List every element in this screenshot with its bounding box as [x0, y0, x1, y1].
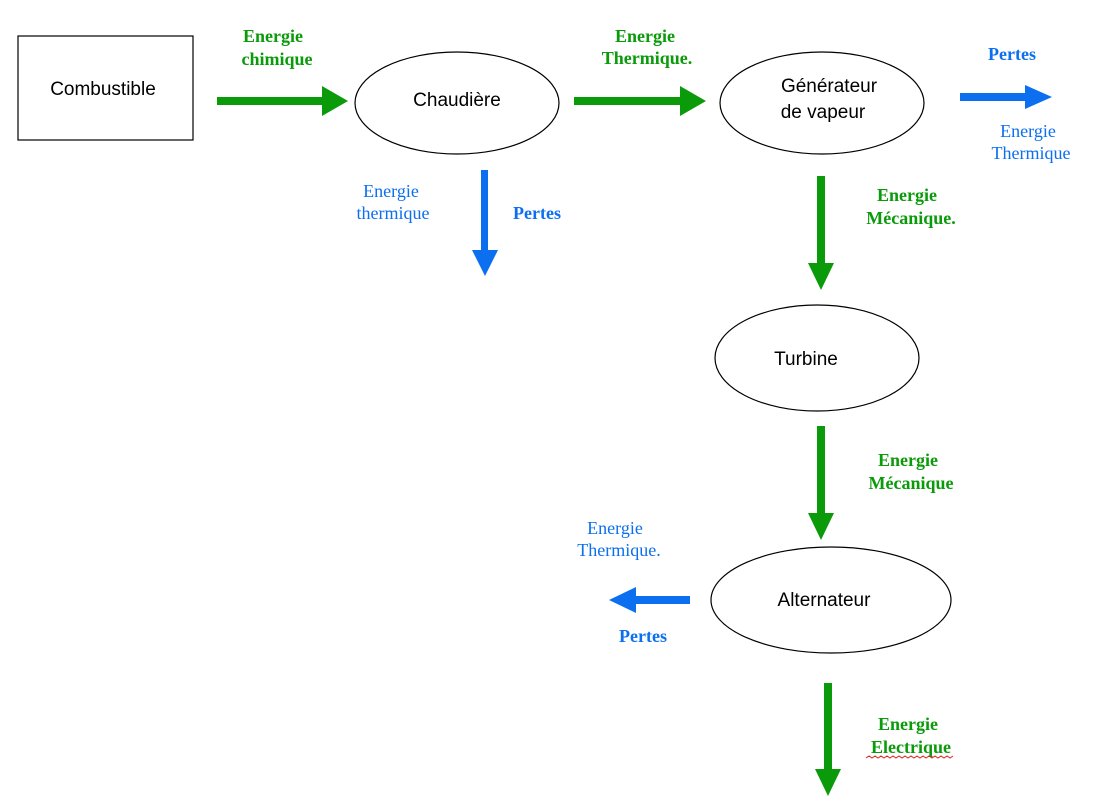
combustible-box	[17, 35, 194, 141]
generateur-label-line2: de vapeur	[781, 102, 866, 123]
generateur-label-line1: Générateur	[781, 76, 878, 97]
loss-generateur-type-line2: Thermique	[992, 143, 1071, 163]
turbine-label: Turbine	[774, 349, 838, 370]
loss-generateur-type-line1: Energie	[1000, 121, 1056, 141]
arrow-generateur-to-turbine	[808, 176, 834, 290]
loss-alternateur-type-line1: Energie	[587, 518, 643, 538]
loss-chaudiere-type-line1: Energie	[363, 181, 419, 201]
chaudiere-node	[354, 51, 560, 155]
alternateur-node	[710, 546, 952, 654]
flow-label-chimique-line1: Energie	[243, 26, 303, 46]
arrow-combustible-to-chaudiere	[217, 86, 348, 116]
generateur-node	[719, 51, 925, 155]
flow-label-mecanique1-line1: Energie	[877, 185, 937, 205]
chaudiere-label: Chaudière	[413, 90, 501, 111]
arrow-alternateur-output	[815, 683, 841, 796]
arrow-turbine-to-alternateur	[808, 426, 834, 540]
arrow-chaudiere-to-generateur	[574, 86, 706, 116]
flow-label-electrique-line1: Energie	[878, 714, 938, 734]
arrow-chaudiere-losses	[472, 170, 498, 276]
turbine-node	[714, 304, 920, 412]
flow-label-electrique-line2: Electrique	[871, 737, 951, 757]
spellcheck-underline	[865, 755, 954, 759]
flow-label-thermique-line2: Thermique.	[602, 48, 693, 68]
arrow-alternateur-losses	[609, 587, 690, 613]
loss-alternateur-label: Pertes	[619, 626, 667, 646]
combustible-label: Combustible	[50, 79, 156, 100]
arrow-generateur-losses	[960, 85, 1052, 109]
loss-chaudiere-label: Pertes	[513, 203, 561, 223]
loss-chaudiere-type-line2: thermique	[357, 203, 430, 223]
alternateur-label: Alternateur	[778, 590, 872, 611]
flow-label-thermique-line1: Energie	[615, 26, 675, 46]
flow-label-mecanique2-line1: Energie	[878, 450, 938, 470]
loss-generateur-label: Pertes	[988, 44, 1036, 64]
flow-label-mecanique1-line2: Mécanique.	[866, 208, 956, 228]
flow-label-mecanique2-line2: Mécanique	[869, 473, 954, 493]
flow-label-chimique-line2: chimique	[241, 49, 312, 69]
loss-alternateur-type-line2: Thermique.	[577, 540, 660, 560]
